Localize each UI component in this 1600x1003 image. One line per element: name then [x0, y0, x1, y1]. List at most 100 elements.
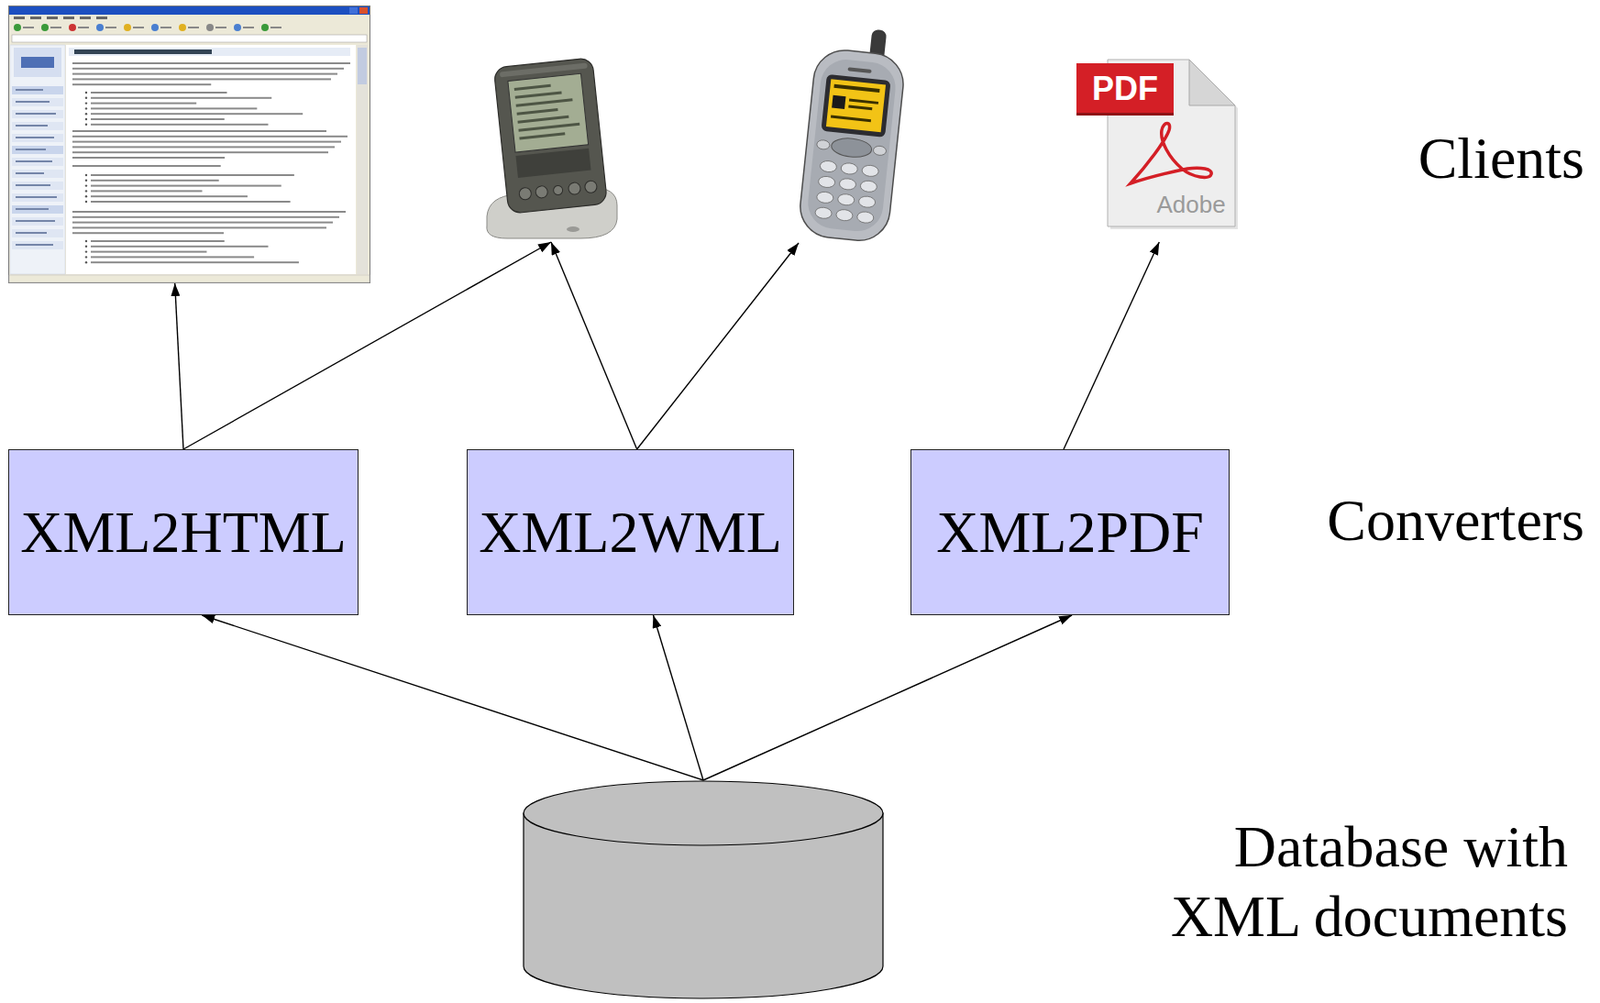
phone-face — [805, 56, 898, 234]
text-line — [72, 231, 224, 234]
text-line — [72, 145, 335, 148]
screen-line — [515, 91, 563, 100]
toolbar-icon — [151, 23, 159, 32]
keypad-key — [860, 179, 878, 193]
bullet — [85, 189, 88, 192]
screen-line — [514, 84, 552, 91]
pda-illustration — [479, 58, 623, 243]
nav-caption — [15, 160, 53, 163]
address-bar — [11, 34, 367, 43]
logo-mark — [21, 56, 55, 68]
menu-item — [79, 16, 91, 20]
soft-key — [872, 145, 887, 156]
bullet — [85, 123, 88, 126]
toolbar-caption — [242, 26, 254, 29]
nav-caption — [15, 196, 57, 199]
nav-item — [11, 229, 64, 238]
nav-key — [830, 136, 873, 159]
pda-input-area — [515, 148, 591, 178]
text-line — [72, 226, 327, 229]
sidebar — [10, 44, 66, 275]
screen-line — [516, 98, 574, 107]
tier-label: Database with XML documents — [1155, 812, 1568, 952]
toolbar-icon — [41, 23, 49, 32]
scrollbar — [356, 44, 368, 275]
cradle-logo — [566, 226, 580, 232]
pda-screen — [507, 73, 589, 153]
text-line — [90, 240, 225, 243]
text-line — [90, 179, 220, 182]
pda-button — [535, 185, 549, 199]
text-line — [72, 73, 338, 76]
nav-caption — [15, 184, 51, 187]
nav-item — [11, 121, 64, 131]
text-line — [90, 255, 254, 258]
bullet — [85, 184, 88, 187]
arrow-connector — [637, 242, 799, 450]
bullet — [85, 118, 88, 121]
arrow-connector — [1063, 242, 1159, 450]
screen-line — [848, 105, 872, 111]
screen-line — [517, 108, 559, 116]
menu-item — [30, 16, 42, 20]
toolbar-caption — [215, 26, 227, 29]
nav-caption — [15, 100, 50, 103]
status-bar — [9, 275, 370, 283]
text-line — [90, 200, 291, 203]
nav-item — [11, 193, 64, 202]
keypad-key — [837, 193, 855, 207]
bullet — [85, 107, 88, 110]
cylinder-top — [523, 781, 883, 846]
content-area — [66, 44, 356, 275]
db-illustration — [522, 780, 884, 1002]
text-line — [90, 174, 295, 177]
nav-caption — [15, 148, 46, 151]
nav-caption — [15, 208, 49, 210]
text-line — [72, 77, 332, 80]
converter-box: XML2HTML — [8, 449, 359, 616]
site-logo — [13, 47, 62, 78]
icon-text: Adobe — [1152, 190, 1230, 219]
toolbar-icon — [261, 23, 269, 32]
screen-line — [833, 84, 880, 93]
nav-caption — [15, 243, 54, 246]
pda-body — [493, 57, 607, 214]
phone-client — [794, 25, 909, 243]
text-line — [72, 156, 225, 159]
text-line — [90, 251, 207, 254]
keypad-key — [817, 176, 836, 189]
toolbar-caption — [77, 26, 89, 29]
toolbar-icon — [68, 23, 77, 32]
nav-caption — [15, 136, 55, 139]
arrow-connector — [201, 615, 704, 781]
nav-caption — [15, 112, 56, 115]
toolbar-caption — [160, 26, 172, 29]
keypad-key — [814, 206, 832, 220]
text-line — [72, 135, 348, 138]
nav-item — [11, 241, 64, 250]
nav-item — [11, 86, 64, 95]
toolbar-caption — [105, 26, 117, 29]
text-line — [90, 185, 282, 188]
text-line — [72, 210, 346, 213]
screen-bezel — [820, 74, 891, 138]
converter-box: XML2WML — [466, 449, 795, 616]
screen-line — [518, 122, 580, 133]
pda-button — [552, 185, 563, 196]
nav-caption — [15, 231, 47, 234]
browser-client — [8, 5, 371, 284]
pda-client — [479, 58, 623, 243]
converter-name: XML2PDF — [936, 503, 1204, 563]
arrow-connector — [703, 615, 1072, 781]
keypad-key — [856, 210, 874, 224]
converter-box: XML2PDF — [910, 449, 1230, 616]
bullet — [85, 101, 88, 104]
soft-key — [816, 139, 830, 150]
toolbar-caption — [270, 26, 282, 29]
database-cylinder — [522, 780, 884, 1002]
text-line — [72, 221, 333, 224]
browser-illustration — [8, 5, 371, 284]
nav-caption — [15, 88, 44, 91]
bullet — [85, 240, 88, 243]
screen-line — [849, 99, 879, 105]
